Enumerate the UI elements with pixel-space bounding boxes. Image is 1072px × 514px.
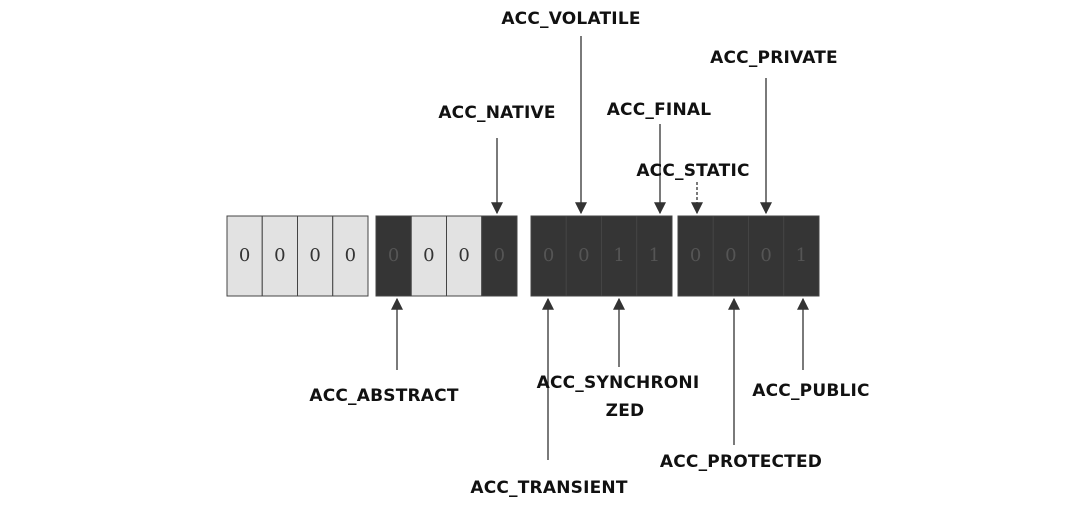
label-acc-protected: ACC_PROTECTED — [660, 452, 822, 472]
label-acc-public: ACC_PUBLIC — [752, 381, 869, 401]
bit-value: 0 — [423, 245, 434, 266]
bit-cell — [261, 215, 298, 297]
bit-cell — [297, 215, 334, 297]
bit-group-4: 0 0 0 1 — [677, 215, 820, 297]
bit-value: 0 — [388, 245, 399, 266]
label-acc-native: ACC_NATIVE — [438, 103, 555, 123]
bit-cell — [446, 215, 483, 297]
bit-value: 1 — [649, 245, 660, 266]
bit-value: 0 — [760, 245, 771, 266]
bit-cell — [565, 215, 602, 297]
label-acc-final: ACC_FINAL — [607, 100, 712, 120]
bit-value: 1 — [796, 245, 807, 266]
bit-value: 0 — [725, 245, 736, 266]
bit-value: 0 — [309, 245, 320, 266]
label-acc-synchronized-line1: ACC_SYNCHRONI — [537, 373, 700, 393]
bit-value: 0 — [543, 245, 554, 266]
bit-cell — [332, 215, 369, 297]
bit-cell — [375, 215, 412, 297]
bit-value: 0 — [458, 245, 469, 266]
bit-cell — [712, 215, 749, 297]
bit-group-3: 0 0 1 1 — [530, 215, 673, 297]
bit-value: 0 — [578, 245, 589, 266]
bit-cell — [530, 215, 567, 297]
bit-value: 0 — [690, 245, 701, 266]
bit-cell — [677, 215, 714, 297]
bit-value: 0 — [494, 245, 505, 266]
bit-value: 0 — [274, 245, 285, 266]
bit-cell — [226, 215, 263, 297]
label-acc-abstract: ACC_ABSTRACT — [309, 386, 458, 406]
bit-cell — [636, 215, 673, 297]
bit-row: 0 0 0 0 0 0 0 0 0 0 1 1 0 0 0 1 — [226, 215, 820, 297]
bit-cell — [410, 215, 447, 297]
bit-value: 1 — [613, 245, 624, 266]
bit-cell — [783, 215, 820, 297]
bit-value: 0 — [345, 245, 356, 266]
bit-group-2: 0 0 0 0 — [375, 215, 518, 297]
label-acc-synchronized-line2: ZED — [606, 401, 645, 421]
bit-value: 0 — [239, 245, 250, 266]
label-acc-volatile: ACC_VOLATILE — [501, 9, 640, 29]
bit-group-1: 0 0 0 0 — [226, 215, 369, 297]
label-acc-private: ACC_PRIVATE — [710, 48, 838, 68]
bit-cell — [481, 215, 518, 297]
label-acc-transient: ACC_TRANSIENT — [470, 478, 627, 498]
label-acc-static: ACC_STATIC — [636, 161, 749, 181]
